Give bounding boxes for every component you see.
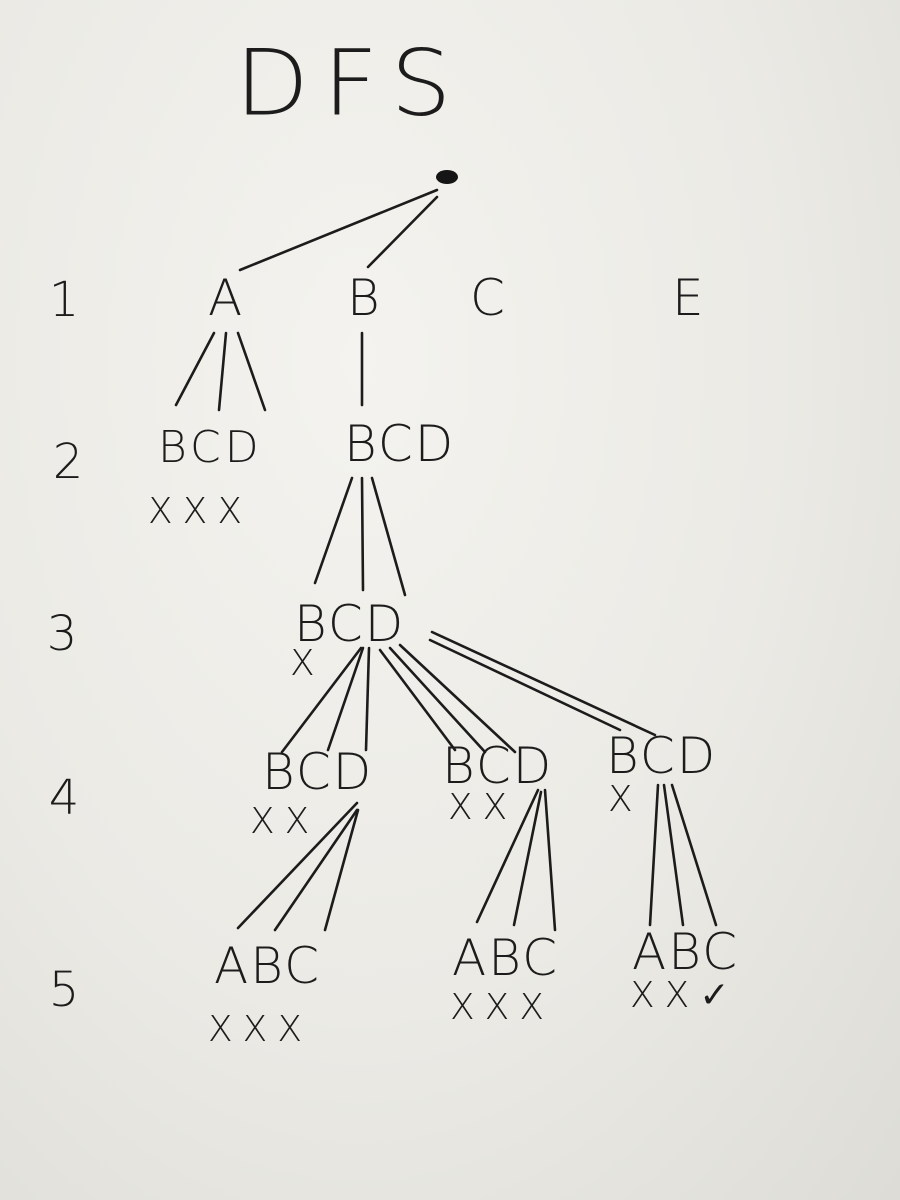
node-level4-left: BCD — [262, 743, 374, 801]
marks-a-children: XXX — [148, 491, 252, 532]
edge-root-b — [366, 195, 439, 269]
marks-level5-middle: XXX — [450, 987, 554, 1028]
marks-level5-left: XXX — [208, 1009, 312, 1050]
edge-l2-b — [313, 476, 354, 585]
edge-l3c-l4l-2 — [326, 646, 365, 752]
edge-a-c — [217, 331, 228, 412]
edge-l3-l4m-2 — [388, 646, 487, 754]
node-e: E — [672, 269, 706, 327]
edge-l3-l4r-1 — [428, 638, 622, 732]
diagram-title: DFS — [235, 29, 466, 137]
depth-label-3: 3 — [46, 606, 78, 662]
mark-level4-right: X — [608, 779, 643, 820]
root-node-dot — [436, 170, 458, 184]
edge-a-d — [236, 331, 267, 412]
marks-level5-right: XX✓ — [630, 975, 740, 1016]
edge-l4m-b — [512, 790, 543, 927]
edge-l4l-c — [323, 808, 360, 932]
node-c: C — [470, 269, 507, 327]
node-level5-right: ABC — [632, 923, 739, 981]
depth-label-5: 5 — [48, 962, 80, 1018]
node-level4-middle: BCD — [442, 737, 554, 795]
node-level4-right: BCD — [606, 727, 718, 785]
mark-level3: X — [290, 643, 325, 684]
edge-l2-d — [370, 476, 407, 597]
edge-l4l-a — [236, 801, 359, 930]
edge-root-a — [238, 188, 439, 272]
edge-l3c-l4l-1 — [280, 646, 363, 754]
edge-l3-l4m-1 — [378, 648, 457, 752]
depth-label-4: 4 — [48, 770, 80, 826]
edge-l4r-a — [648, 783, 660, 927]
edge-l3-l4m-3 — [398, 643, 517, 754]
marks-level4-middle: XX — [448, 787, 518, 828]
node-b-children: BCD — [344, 415, 456, 473]
edge-l3c-l4l-3 — [364, 646, 371, 752]
node-level5-middle: ABC — [452, 929, 559, 987]
node-a: A — [208, 269, 245, 327]
edge-l4r-c — [670, 783, 718, 927]
depth-label-2: 2 — [52, 434, 84, 490]
edge-l3-l4r-2 — [430, 630, 657, 737]
marks-level4-left: XX — [250, 801, 320, 842]
node-a-children: BCD — [158, 422, 263, 473]
edge-l4r-b — [662, 783, 685, 927]
node-level3: BCD — [294, 595, 406, 653]
node-level5-left: ABC — [214, 937, 321, 995]
edge-l2-c — [360, 476, 365, 592]
edge-l4m-a — [475, 788, 540, 924]
edge-a-b — [174, 331, 216, 407]
edge-l4m-c — [543, 788, 557, 932]
node-b: B — [347, 269, 382, 327]
depth-label-1: 1 — [48, 272, 80, 328]
edge-l4l-b — [273, 808, 359, 932]
